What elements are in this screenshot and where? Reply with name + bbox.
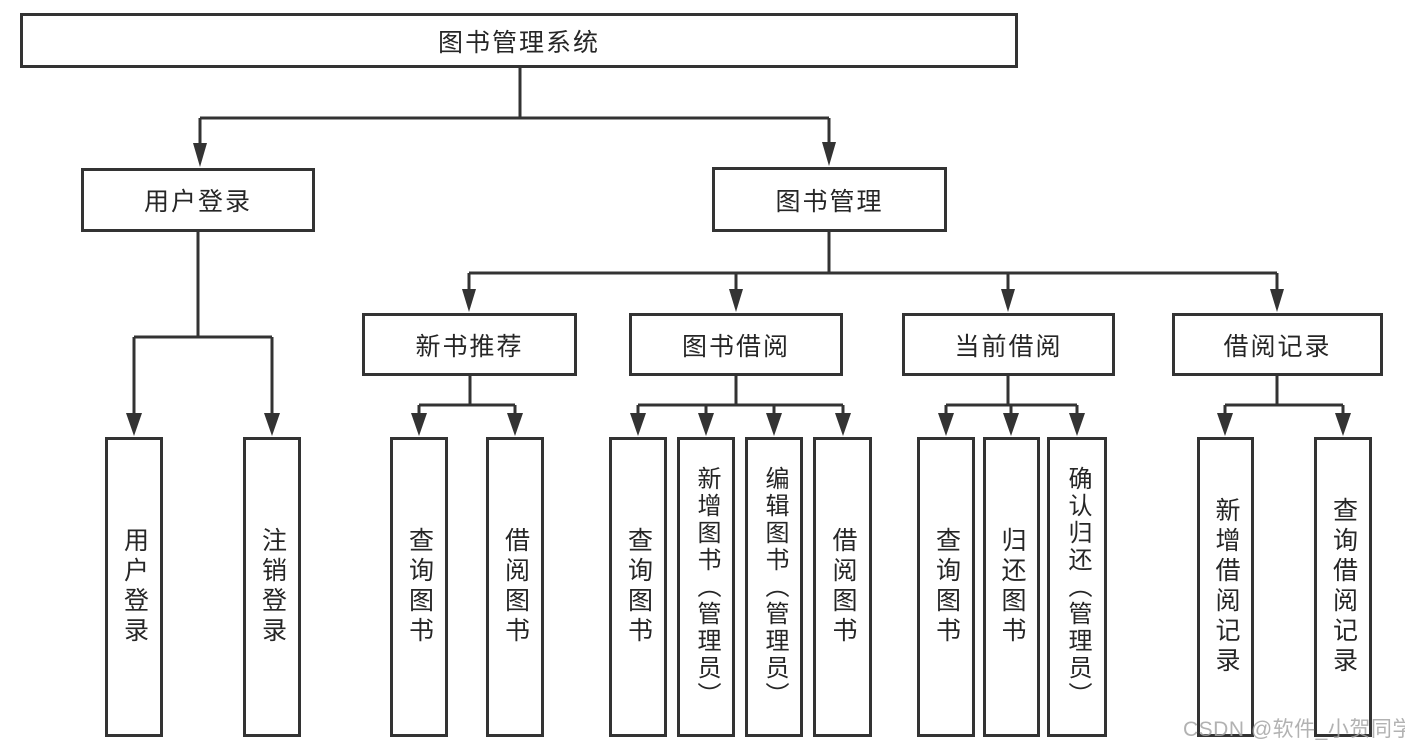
- leaf-user-login: 用户登录: [105, 437, 163, 737]
- node-borrowing-records: 借阅记录: [1172, 313, 1383, 376]
- leaf-query-books-recommend: 查询图书: [390, 437, 448, 737]
- csdn-watermark: CSDN @软件_小贺同学: [1183, 718, 1405, 741]
- node-user-login: 用户登录: [81, 168, 315, 232]
- node-new-book-recommendation: 新书推荐: [362, 313, 577, 376]
- leaf-return-books: 归还图书: [983, 437, 1040, 737]
- leaf-edit-book-admin: 编辑图书（管理员）: [745, 437, 803, 737]
- node-current-borrowing: 当前借阅: [902, 313, 1115, 376]
- leaf-add-borrow-record: 新增借阅记录: [1197, 437, 1254, 737]
- leaf-confirm-return-admin: 确认归还（管理员）: [1047, 437, 1107, 737]
- leaf-logout: 注销登录: [243, 437, 301, 737]
- leaf-borrow-books-recommend: 借阅图书: [486, 437, 544, 737]
- node-book-management: 图书管理: [712, 167, 947, 232]
- leaf-borrow-books-borrowing: 借阅图书: [813, 437, 872, 737]
- leaf-query-books-borrowing: 查询图书: [609, 437, 667, 737]
- node-library-management-system: 图书管理系统: [20, 13, 1018, 68]
- leaf-add-book-admin: 新增图书（管理员）: [677, 437, 735, 737]
- leaf-query-books-current: 查询图书: [917, 437, 975, 737]
- leaf-query-borrow-record: 查询借阅记录: [1314, 437, 1372, 737]
- node-book-borrowing: 图书借阅: [629, 313, 843, 376]
